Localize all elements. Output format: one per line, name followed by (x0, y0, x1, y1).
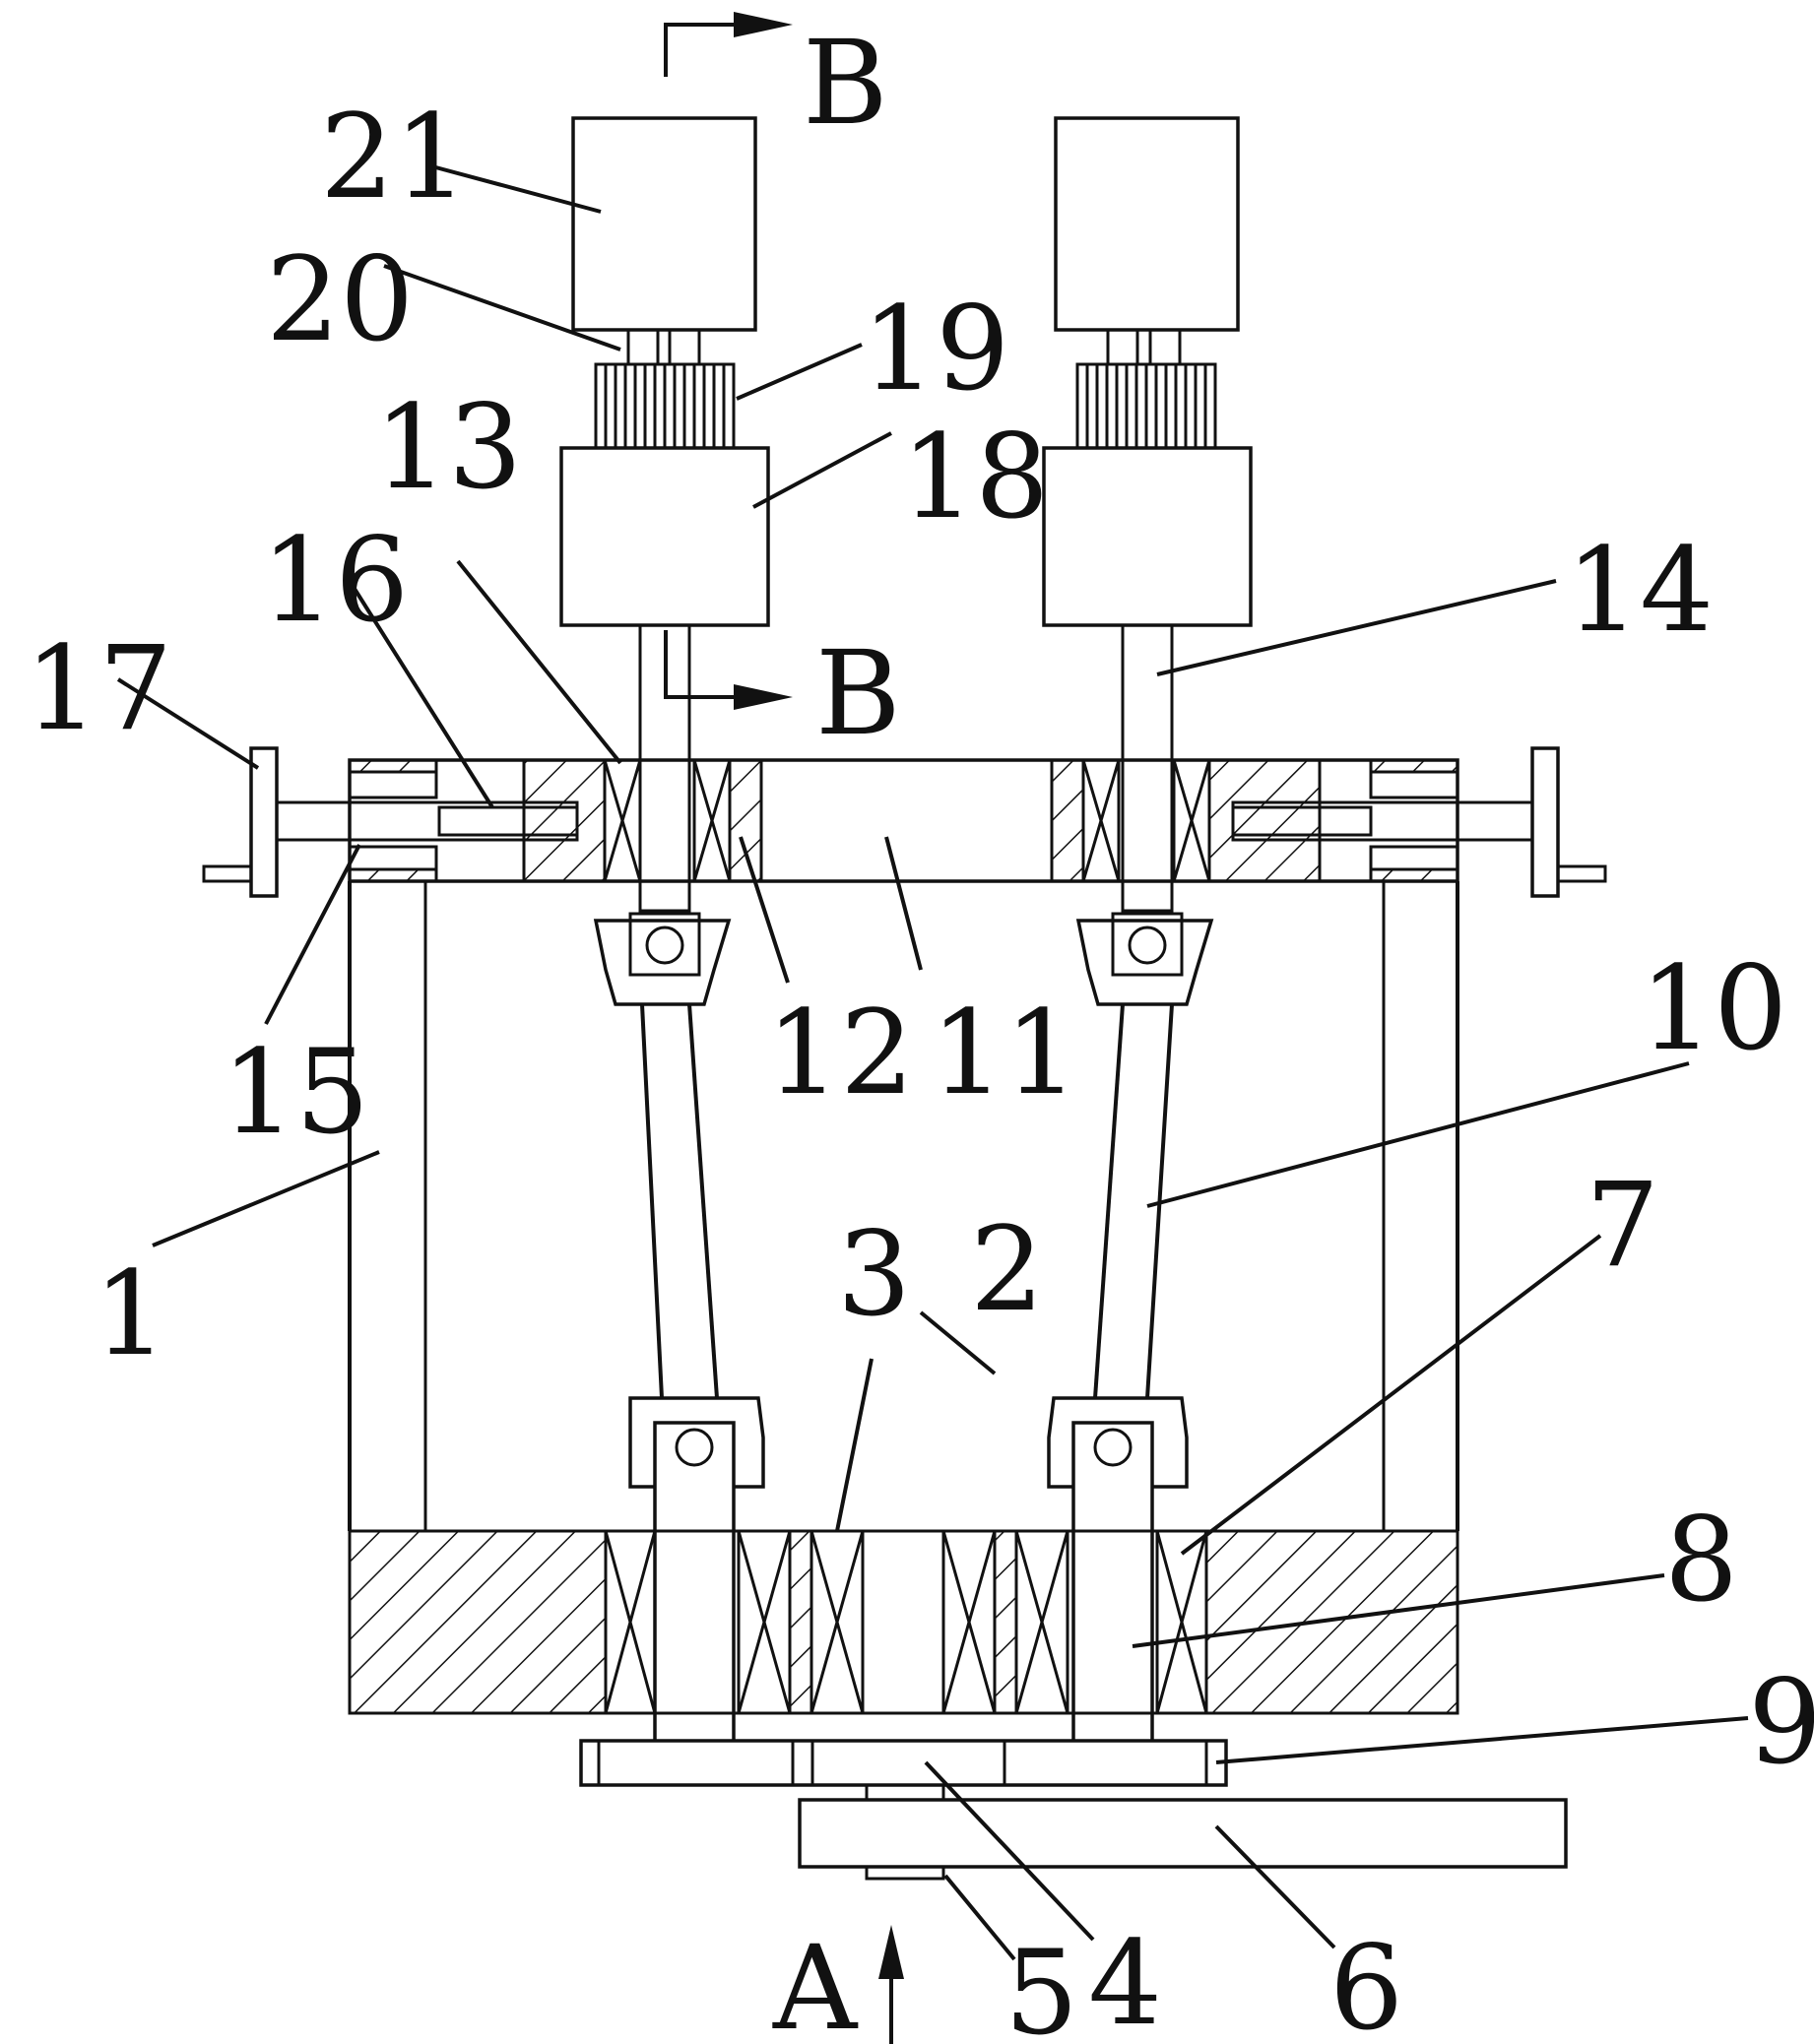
section-b-top: B (664, 12, 888, 151)
callout-17: 17 (25, 620, 172, 756)
callout-8: 8 (1664, 1492, 1738, 1628)
right-linkage (1047, 912, 1214, 1750)
callout-5: 5 (1004, 1925, 1078, 2044)
top-plate (348, 758, 1459, 883)
leader-lines (116, 163, 1749, 1961)
right-motor-assembly (1042, 116, 1253, 913)
callout-labels: 1 2 3 4 5 6 7 8 9 10 11 12 13 14 15 16 1… (25, 89, 1814, 2044)
callout-16: 16 (261, 512, 409, 648)
callout-9: 9 (1748, 1654, 1814, 1790)
callout-20: 20 (266, 231, 414, 367)
callout-15: 15 (222, 1024, 369, 1160)
callout-21: 21 (320, 89, 468, 224)
callout-2: 2 (970, 1201, 1044, 1337)
callout-3: 3 (837, 1206, 911, 1342)
callout-12: 12 (766, 985, 914, 1120)
callout-10: 10 (1640, 940, 1787, 1076)
left-screw (202, 746, 579, 898)
callout-4: 4 (1088, 1915, 1162, 2044)
callout-19: 19 (862, 281, 1009, 416)
section-mark-a: A (772, 1920, 859, 2044)
gear-train (579, 1739, 1568, 1881)
callout-14: 14 (1566, 522, 1714, 658)
callout-6: 6 (1329, 1920, 1403, 2044)
callout-11: 11 (931, 985, 1078, 1120)
frame-housing (348, 881, 1459, 1531)
section-mark-b-bottom: B (815, 625, 901, 761)
bottom-base (348, 1529, 1459, 1715)
section-a: A (772, 1920, 904, 2044)
left-linkage (593, 912, 765, 1750)
callout-13: 13 (374, 379, 522, 515)
left-motor-assembly (559, 116, 770, 913)
callout-7: 7 (1586, 1157, 1659, 1293)
section-b-bottom: B (664, 625, 901, 761)
callout-1: 1 (94, 1246, 167, 1381)
section-mark-b-top: B (803, 15, 888, 151)
callout-18: 18 (901, 409, 1049, 544)
right-screw (1231, 746, 1607, 898)
